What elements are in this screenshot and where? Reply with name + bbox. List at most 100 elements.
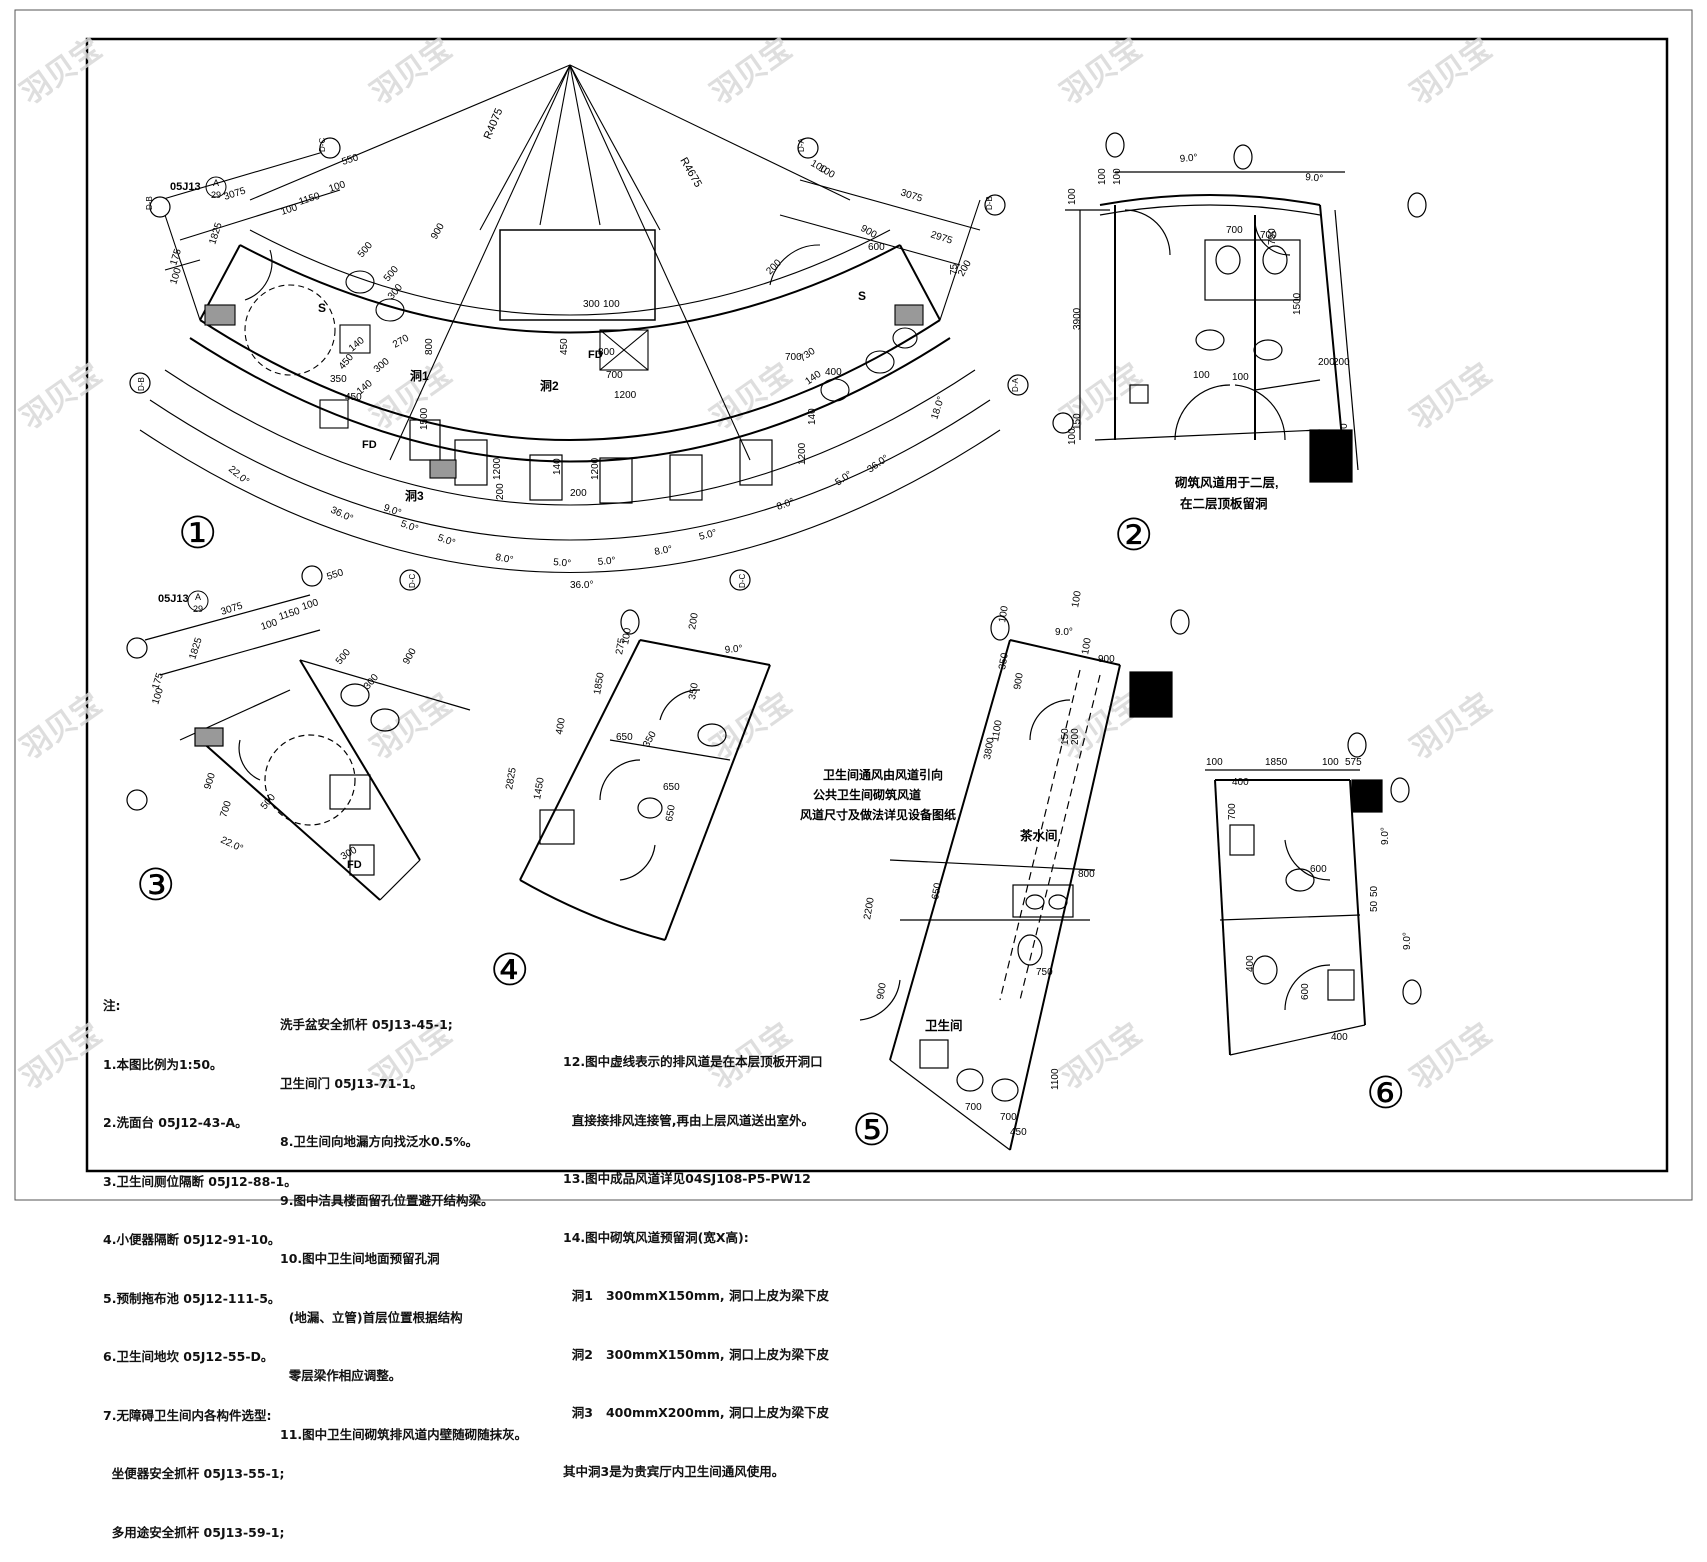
plan-1-hole-3: 洞3 [405,489,424,503]
plan-3-dimensions: 3075550100115010018251001759005003009007… [150,567,419,862]
note-line: 零层梁作相应调整。 [280,1368,402,1383]
plan-2-axis-bubbles [1052,132,1427,434]
dim-label: 100 [1322,757,1339,768]
plan-1-axis-labels: D-BD-AD-CD-BD-CD-AD-BD-C [137,138,1020,588]
dim-label: D-B [985,196,994,210]
dim-label: 1100 [990,719,1005,743]
dim-label: 200 [764,257,784,277]
dim-label: 9.0° [1305,172,1324,185]
dim-label: 100 [328,179,348,195]
note-line: 8.卫生间向地漏方向找泛水0.5%。 [280,1134,479,1149]
dim-label: 100 [1097,168,1108,185]
dim-label: 36.0° [865,453,891,475]
plan-2-note-1: 砌筑风道用于二层, [1174,475,1278,490]
plan-3-ref-circle [187,590,209,612]
note-line: 其中洞3是为贵宾厅内卫生间通风使用。 [563,1463,785,1479]
dim-label: 700 [606,370,623,381]
dim-label: 650 [664,804,678,823]
dim-label: 9.0° [1055,627,1073,638]
dim-label: 900 [1012,672,1026,691]
dim-label: 700 [785,352,802,363]
dim-label: 5.0° [553,557,572,570]
dim-label: 175 [150,671,166,691]
note-line: 6.卫生间地坎 05J12-55-D。 [103,1349,274,1364]
plan-4 [519,639,771,941]
watermark-text: 羽贝宝 [1055,31,1148,110]
dim-label: 900 [859,223,879,241]
dim-label: D-A [1011,378,1020,392]
dim-label: 700 [965,1102,982,1113]
note-line: 9.图中洁具楼面留孔位置避开结构梁。 [280,1192,494,1208]
plan-3-ref-top: A [195,592,201,602]
dim-label: 600 [1310,864,1327,875]
dim-label: 100 [150,686,166,706]
plan-2-number: ② [1114,511,1153,560]
dim-label: 450 [337,352,356,372]
dim-label: 3900 [1072,307,1083,330]
note-line: 14.图中砌筑风道预留洞(宽X高): [563,1229,749,1245]
plan-1-number: ① [178,509,217,558]
dim-label: 700 [218,799,234,819]
dim-label: 400 [554,717,568,736]
dim-label: 100 [817,163,837,181]
notes-left: 注: 1.本图比例为1:50。 2.洗面台 05J12-43-A。 3.卫生间厕… [103,957,297,1562]
watermark-text: 羽贝宝 [705,31,798,110]
watermark-text: 羽贝宝 [705,356,798,435]
dim-label: 1100 [1050,1068,1061,1090]
watermark-text: 羽贝宝 [1405,1016,1498,1095]
note-line: 12.图中虚线表示的排风道是在本层顶板开洞口 [563,1054,823,1069]
plan-6-axis-bubbles [1347,732,1422,1005]
dim-label: 100 [997,605,1011,624]
dim-label: 650 [930,882,944,901]
dim-label: 750 [1267,228,1278,245]
plan-5-note-1: 卫生间通风由风道引向 [823,767,943,782]
dim-label: 350 [687,682,701,701]
dim-label: 100 [1193,370,1210,381]
dim-label: 100 [603,299,620,310]
plan-5-axis-bubbles [990,609,1190,641]
dim-label: 300 [362,672,381,692]
drawing-sheet: 羽贝宝羽贝宝羽贝宝羽贝宝羽贝宝羽贝宝羽贝宝羽贝宝羽贝宝羽贝宝羽贝宝羽贝宝羽贝宝羽… [14,9,1693,1201]
dim-label: 100 [1232,372,1249,383]
dim-label: 100 [620,627,634,646]
watermark-text: 羽贝宝 [1405,686,1498,765]
dim-label: 200 [687,612,701,631]
dim-label: 500 [356,240,375,260]
dim-label: 9.0° [382,502,403,518]
note-line: (地漏、立管)首层位置根据结构 [280,1309,463,1325]
dim-label: 700 [1260,230,1277,241]
plan-1-fd-2: FD [362,439,377,451]
dim-label: 200 [956,258,974,278]
note-line: 1.本图比例为1:50。 [103,1056,223,1072]
plan-5-note-3: 风道尺寸及做法详见设备图纸 [800,807,956,822]
note-line: 洗手盆安全抓杆 05J13-45-1; [280,1017,453,1032]
dim-label: 750 [1036,967,1053,978]
dim-label: D-B [145,196,154,210]
dim-label: 1150 [278,606,302,623]
plan-4-number: ④ [490,946,529,995]
dim-label: 1200 [614,390,637,401]
note-line: 洞2 300mmX150mm, 洞口上皮为梁下皮 [563,1346,829,1362]
watermark-text: 羽贝宝 [705,686,798,765]
note-line: 4.小便器隔断 05J12-91-10。 [103,1232,281,1247]
dim-label: 200 [495,483,506,500]
plan-1-ref-code: 05J13 [170,181,201,193]
dim-label: 400 [825,367,842,378]
dim-label: 8.0° [654,544,674,558]
dim-label: 900 [401,646,419,666]
dim-label: 200 [1318,357,1335,368]
dim-label: D-B [137,377,146,391]
note-line: 坐便器安全抓杆 05J13-55-1; [103,1466,285,1481]
dim-label: 140 [347,335,367,354]
dim-label: 200 [1333,357,1350,368]
plan-1-dimensions: 3075550100115010018251001759005005003001… [168,152,974,500]
dim-label: 800 [1078,869,1095,880]
dim-label: 140 [552,458,563,475]
dim-label: 5.0° [833,469,854,488]
dim-label: 36.0° [329,505,355,525]
dim-label: 700 [1226,225,1243,236]
dim-label: 175 [168,247,184,267]
notes-mid: 洗手盆安全抓杆 05J13-45-1; 卫生间门 05J13-71-1。 8.卫… [280,976,527,1464]
